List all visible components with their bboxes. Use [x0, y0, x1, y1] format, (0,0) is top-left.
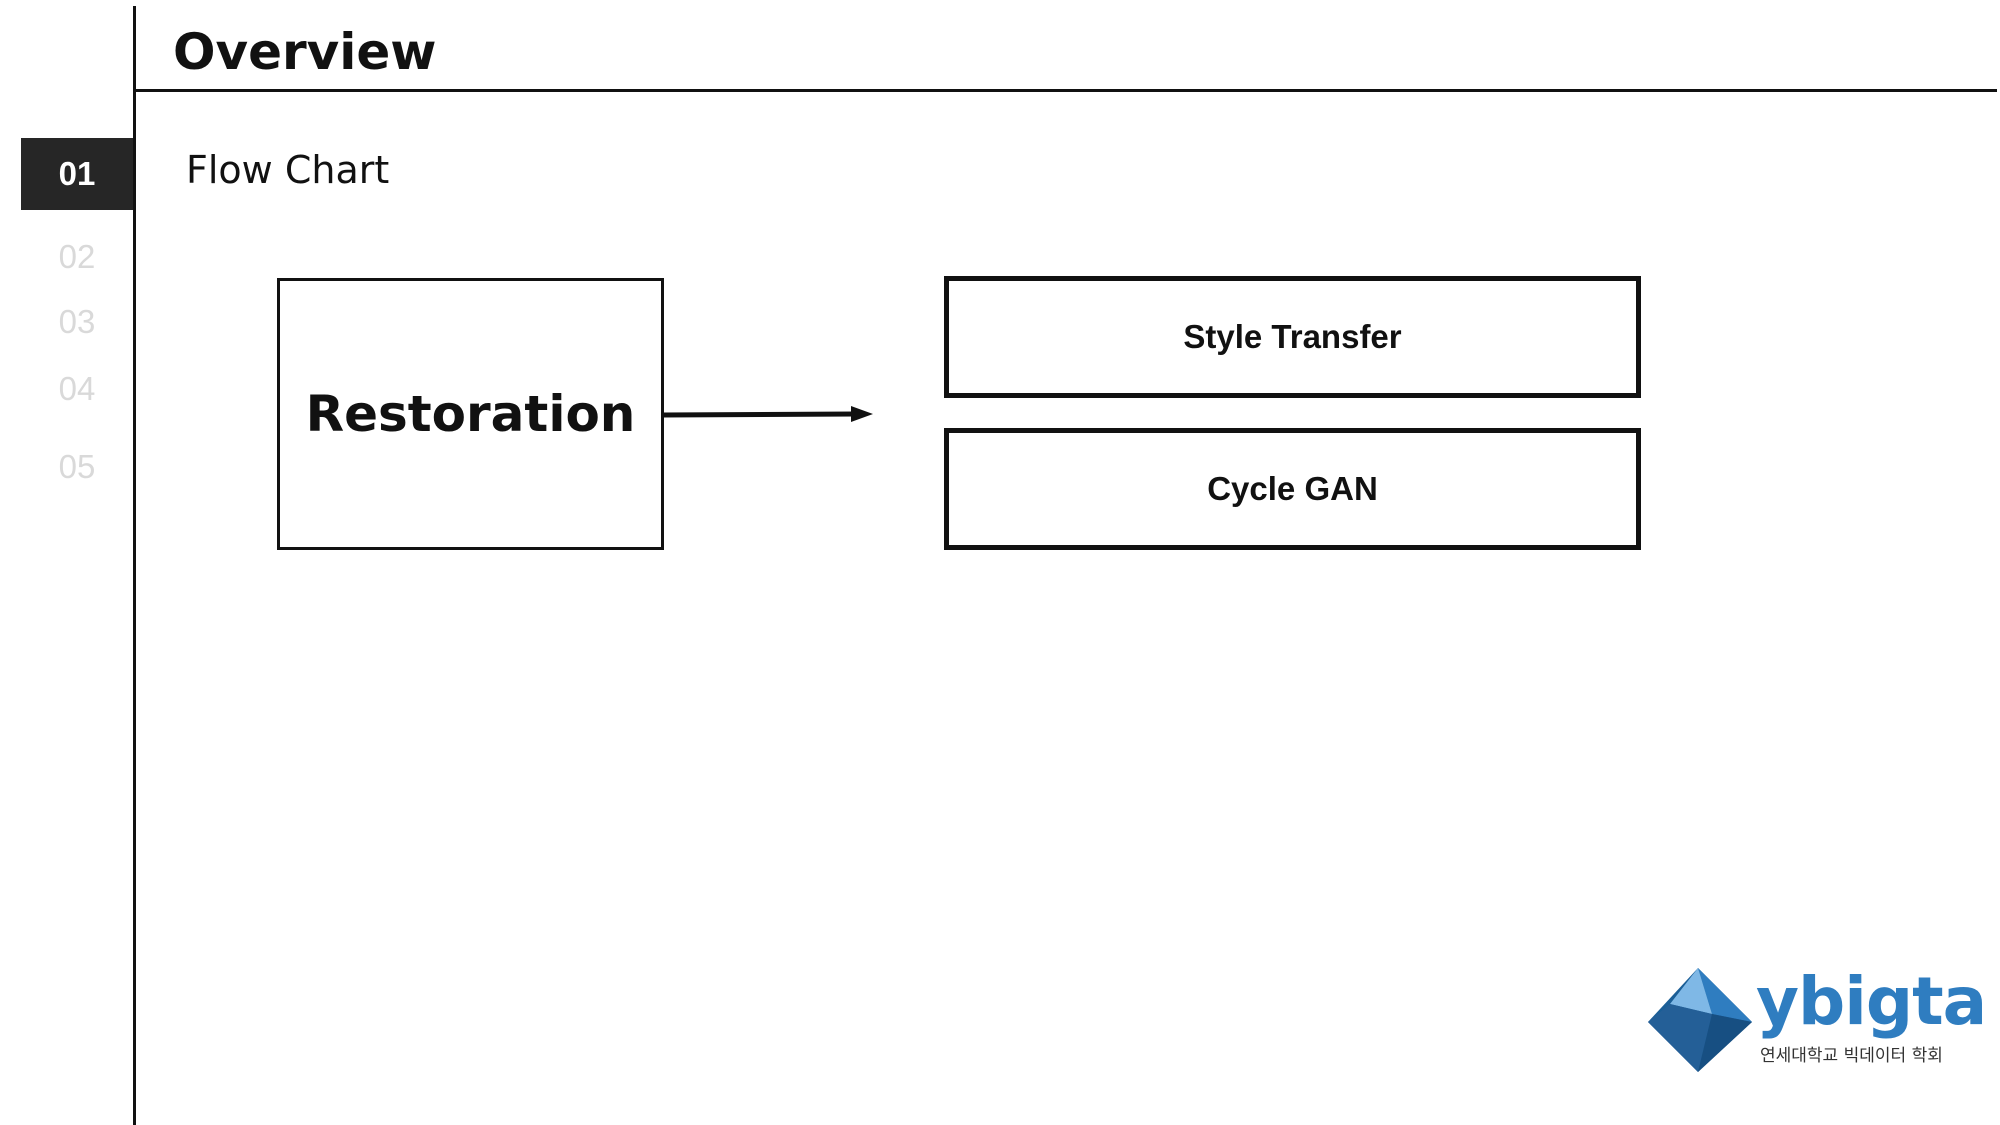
section-nav-item-03[interactable]: 03 — [58, 303, 96, 340]
logo-tagline: 연세대학교 빅데이터 학회 — [1760, 1046, 1943, 1066]
style-transfer-label: Style Transfer — [1183, 318, 1402, 355]
section-subtitle: Flow Chart — [186, 148, 390, 192]
style-transfer-box: Style Transfer — [944, 276, 1641, 398]
ybigta-logo-icon — [1648, 968, 1752, 1072]
section-nav-item-04[interactable]: 04 — [58, 370, 96, 407]
section-nav-item-01[interactable]: 01 — [21, 138, 133, 210]
logo-wordmark: ybigta — [1756, 963, 1987, 1040]
flow-arrow-head — [851, 406, 873, 422]
page-title: Overview — [173, 23, 437, 81]
section-nav: 01 02 03 04 05 — [21, 138, 133, 512]
section-nav-item-05[interactable]: 05 — [58, 448, 96, 485]
flow-arrow-line — [663, 411, 856, 418]
restoration-box: Restoration — [277, 278, 664, 550]
title-underline — [133, 89, 1997, 92]
cycle-gan-box: Cycle GAN — [944, 428, 1641, 550]
cycle-gan-label: Cycle GAN — [1207, 470, 1378, 507]
restoration-label: Restoration — [305, 385, 636, 443]
flow-arrow — [663, 406, 873, 422]
vertical-divider — [133, 6, 136, 1125]
section-nav-item-02[interactable]: 02 — [58, 238, 96, 275]
